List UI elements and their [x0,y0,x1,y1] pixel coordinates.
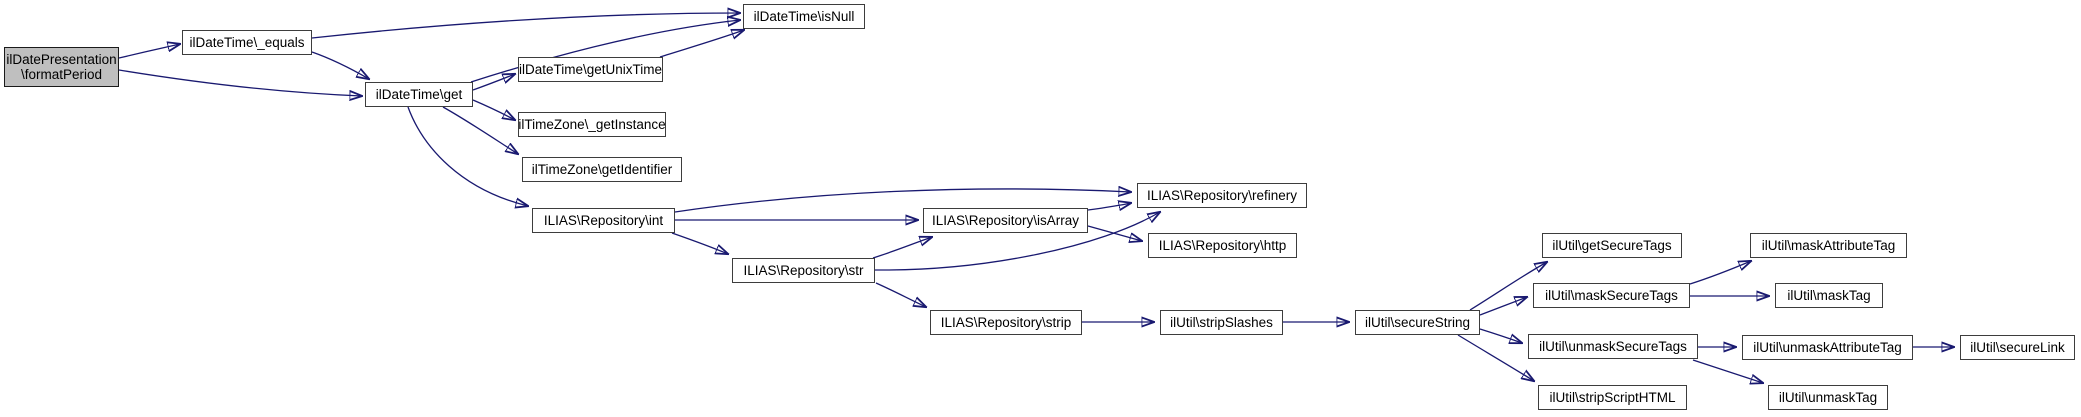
edge-get-to-getInstance [472,99,515,120]
edge-str-to-strip [875,282,926,307]
edge-str-to-isArray [872,237,932,259]
node-ilutil-stripslashes[interactable]: ilUtil\stripSlashes [1160,310,1283,335]
edge-get-to-getUnixTime [472,74,515,91]
edge-str-to-refinery [874,212,1160,271]
edge-maskSecureTags-to-maskAttributeTag [1689,261,1751,285]
node-ilutil-unmaskattributetag[interactable]: ilUtil\unmaskAttributeTag [1742,335,1913,360]
node-ilutil-securelink[interactable]: ilUtil\secureLink [1960,335,2075,360]
edge-get-to-int [407,106,528,206]
node-iltimezone-getidentifier[interactable]: ilTimeZone\getIdentifier [522,157,682,182]
node-ilutil-getsecuretags[interactable]: ilUtil\getSecureTags [1542,233,1682,258]
node-ilutil-stripscripthtml[interactable]: ilUtil\stripScriptHTML [1538,385,1687,410]
edge-unmaskSecureTags-to-unmaskTag [1692,359,1763,383]
node-ilutil-unmasksecuretags[interactable]: ilUtil\unmaskSecureTags [1528,334,1698,359]
node-ildatetime-getunixtime[interactable]: ilDateTime\getUnixTime [518,57,663,82]
node-ildatetime-equals[interactable]: ilDateTime\_equals [182,30,312,55]
edge-getUnixTime-to-isNull [659,30,744,58]
node-ilutil-maskattributetag[interactable]: ilUtil\maskAttributeTag [1750,233,1907,258]
edge-secureString-to-unmaskSecureTags [1479,328,1522,343]
node-ilutil-masksecuretags[interactable]: ilUtil\maskSecureTags [1533,283,1690,308]
node-ilutil-masktag[interactable]: ilUtil\maskTag [1775,283,1883,308]
node-label-line: ilDatePresentation [6,51,117,67]
node-repository-str[interactable]: ILIAS\Repository\str [732,258,875,283]
node-ildatepresentation-formatperiod[interactable]: ilDatePresentation \formatPeriod [4,47,119,87]
edge-int-to-str [671,232,728,254]
node-repository-isarray[interactable]: ILIAS\Repository\isArray [923,208,1088,233]
edge-secureString-to-maskSecureTags [1479,297,1527,316]
node-repository-int[interactable]: ILIAS\Repository\int [532,208,675,233]
node-iltimezone-getinstance[interactable]: ilTimeZone\_getInstance [518,112,666,137]
node-ildatetime-isnull[interactable]: ilDateTime\isNull [743,4,865,29]
edge-equals-to-isNull [311,13,740,39]
edge-secureString-to-getSecureTags [1469,262,1547,311]
edge-int-to-refinery [674,189,1131,213]
edge-get-to-getIdentifier [442,106,518,154]
node-repository-strip[interactable]: ILIAS\Repository\strip [930,310,1082,335]
edge-isArray-to-http [1087,225,1142,241]
node-ilutil-unmasktag[interactable]: ilUtil\unmaskTag [1768,385,1888,410]
edge-secureString-to-stripScriptHTML [1457,334,1534,381]
node-repository-http[interactable]: ILIAS\Repository\http [1148,233,1297,258]
node-ilutil-securestring[interactable]: ilUtil\secureString [1355,310,1480,335]
edge-get-to-isNull [470,20,740,83]
node-ildatetime-get[interactable]: ilDateTime\get [365,82,473,107]
edge-isArray-to-refinery [1087,203,1131,210]
edge-formatPeriod-to-get [118,69,362,96]
edge-formatPeriod-to-equals [118,44,180,59]
edge-equals-to-get [311,51,369,79]
node-repository-refinery[interactable]: ILIAS\Repository\refinery [1137,183,1307,208]
node-label-line: \formatPeriod [20,67,103,82]
